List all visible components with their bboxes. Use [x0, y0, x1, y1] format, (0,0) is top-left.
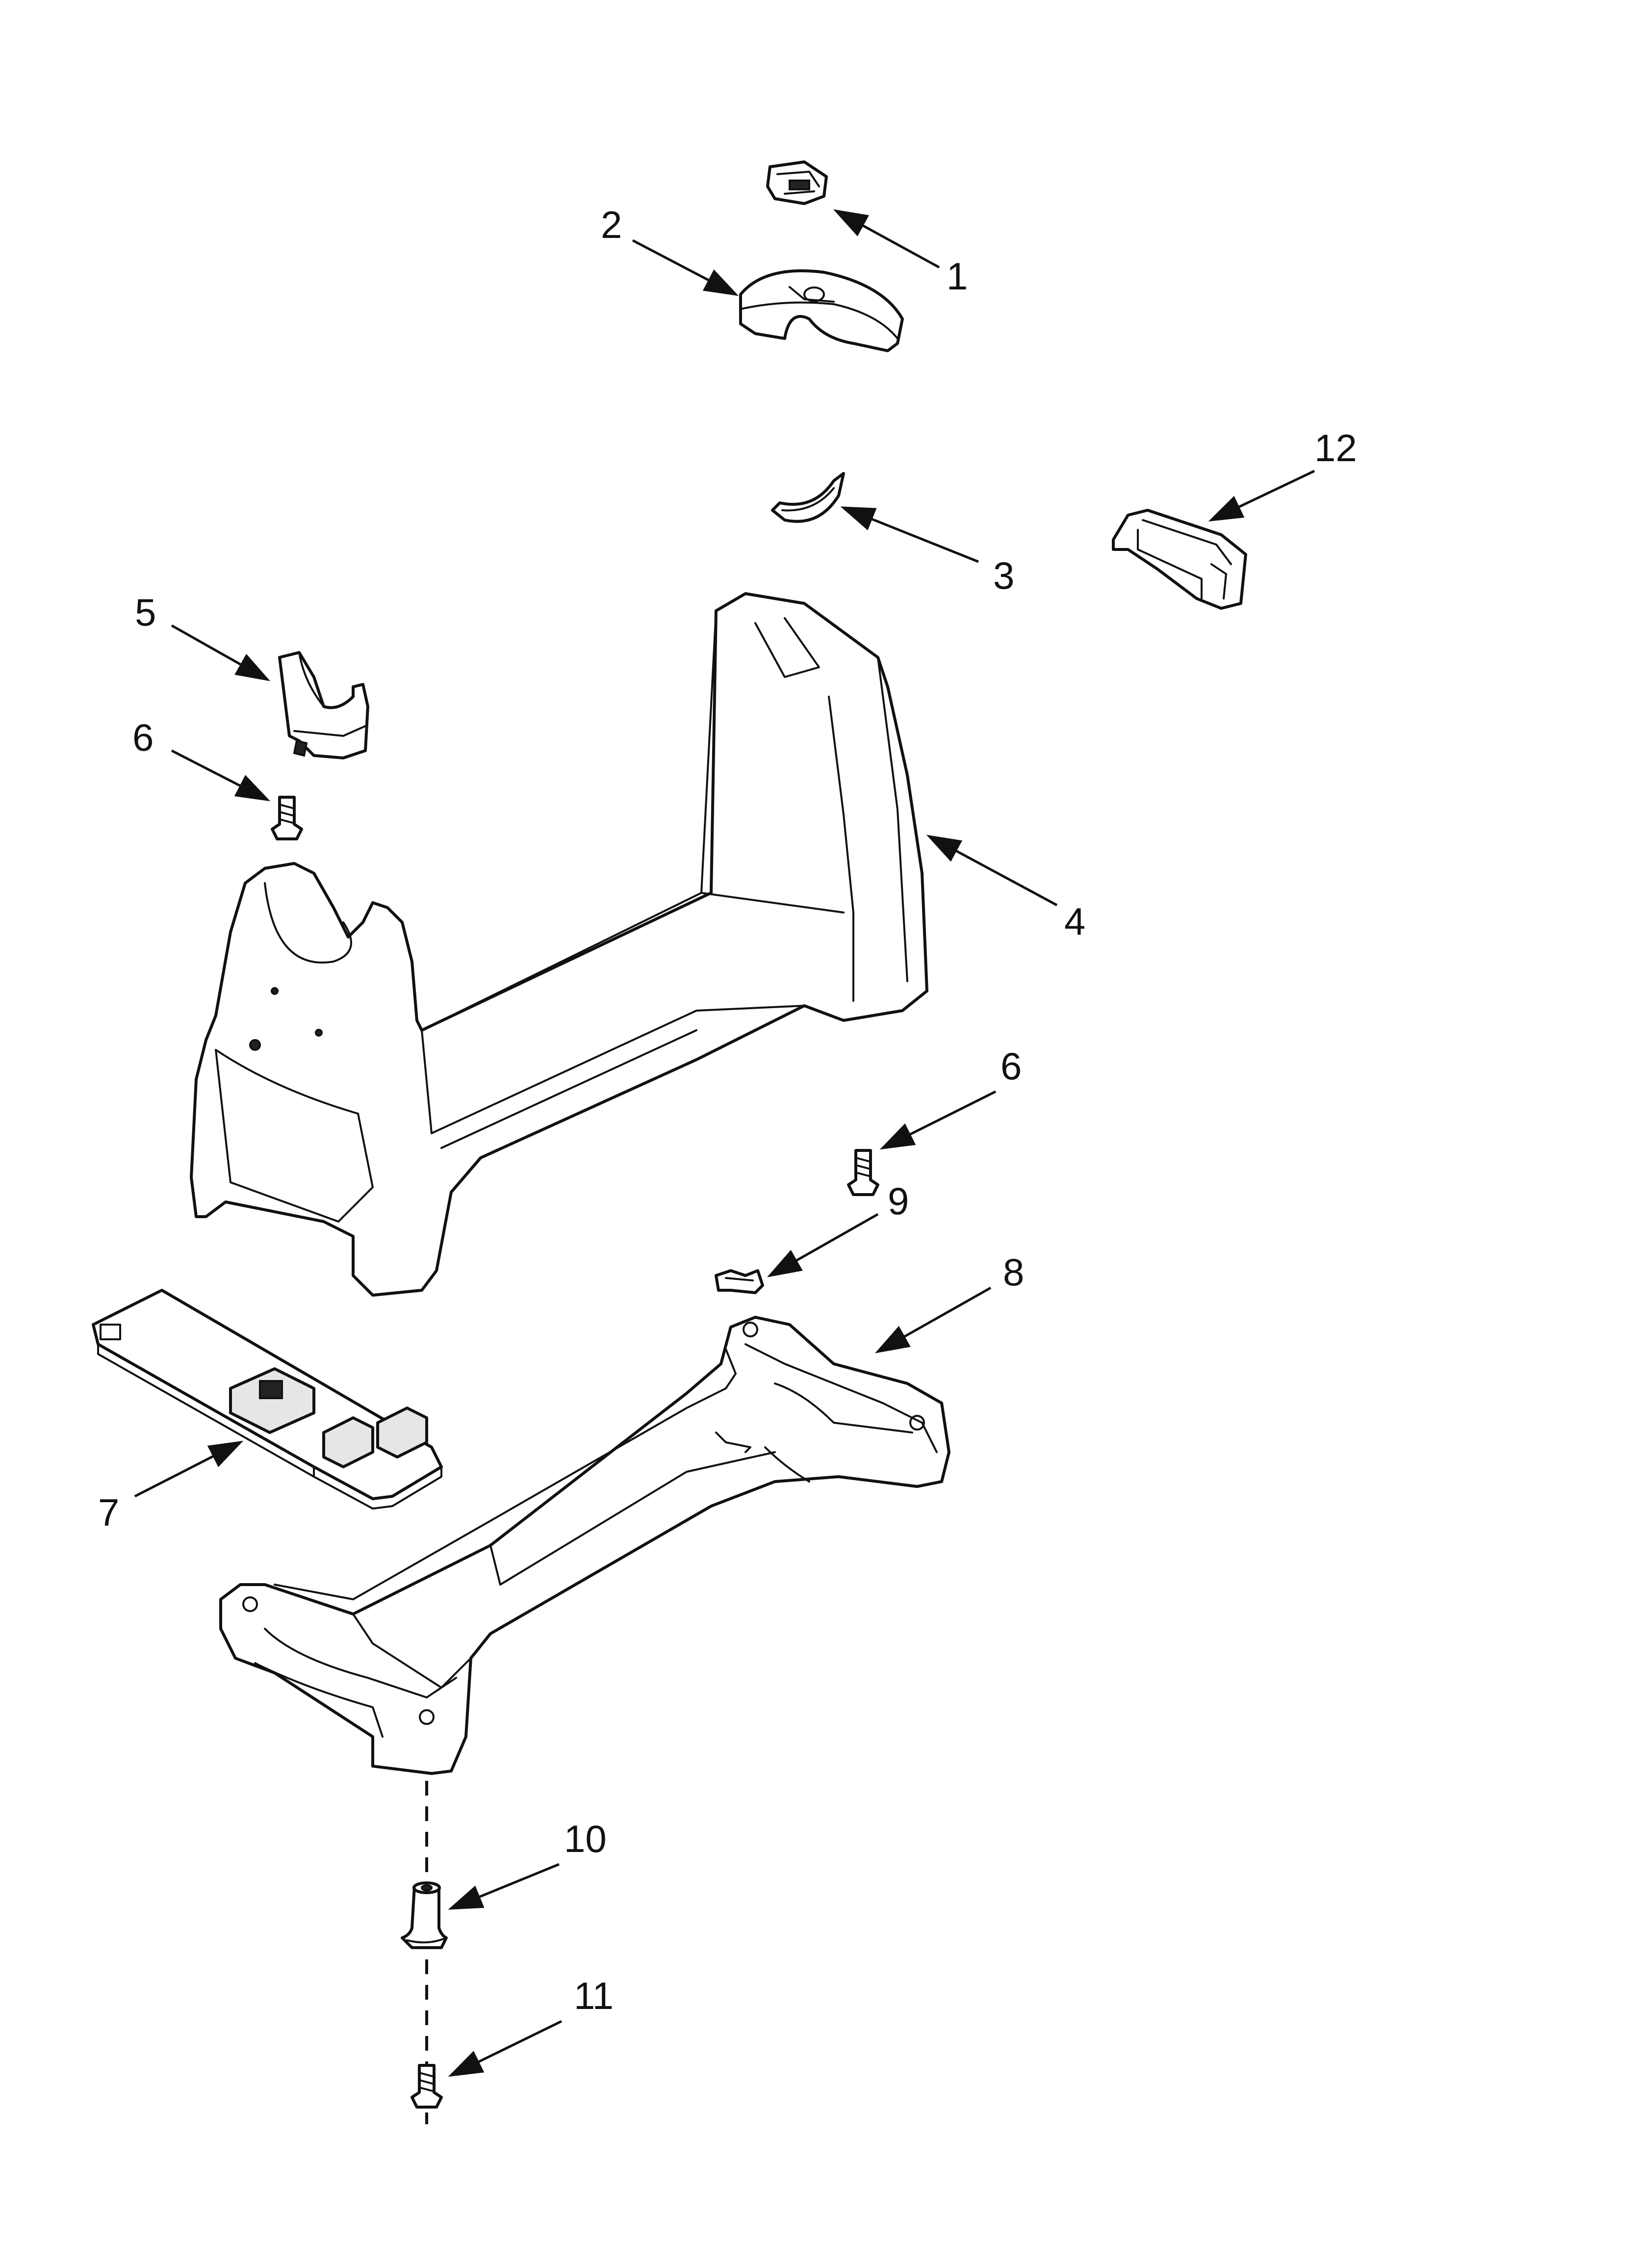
callout-1: 1 [947, 255, 968, 298]
callout-8: 8 [1003, 1251, 1024, 1294]
callout-7: 7 [98, 1491, 119, 1534]
part-6-screw-right [847, 1149, 879, 1196]
part-3-clip [771, 472, 845, 523]
leader-4 [926, 834, 1058, 907]
part-12-end-cap [1112, 509, 1247, 610]
leader-11 [448, 2020, 563, 2077]
part-9-clip [715, 1269, 764, 1294]
callout-5: 5 [135, 591, 156, 634]
part-6-screw-upper [271, 796, 303, 840]
callout-11: 11 [574, 1974, 614, 2017]
callout-9: 9 [888, 1179, 909, 1223]
part-1-latch [766, 160, 828, 205]
leader-6a [171, 749, 271, 802]
leader-9 [767, 1213, 879, 1277]
leader-8 [874, 1286, 992, 1354]
part-5-bracket [278, 651, 369, 759]
callout-12: 12 [1314, 426, 1357, 469]
leader-2 [632, 239, 739, 296]
leader-lines [134, 209, 1315, 2077]
part-8-base [219, 1316, 950, 1775]
leader-5 [171, 624, 271, 681]
leader-3 [840, 506, 979, 563]
callout-10: 10 [564, 1817, 607, 1860]
part-7-control-board [92, 1289, 443, 1510]
callout-4: 4 [1064, 900, 1085, 943]
leader-10 [448, 1863, 560, 1910]
callout-2: 2 [601, 203, 622, 246]
part-11-screw [410, 2064, 443, 2109]
leader-7 [134, 1440, 244, 1498]
part-4-stand-frame [190, 592, 928, 1297]
callout-6b: 6 [1001, 1044, 1022, 1088]
part-2-cover-cap [739, 269, 904, 352]
callout-labels: 1 2 3 4 5 6 6 7 8 9 10 11 12 [98, 203, 1357, 2017]
leader-6b [879, 1090, 997, 1150]
callout-6a: 6 [132, 716, 154, 759]
leader-1 [833, 209, 940, 269]
callout-3: 3 [993, 554, 1014, 597]
leader-12 [1208, 469, 1315, 522]
part-10-foot [401, 1881, 448, 1949]
